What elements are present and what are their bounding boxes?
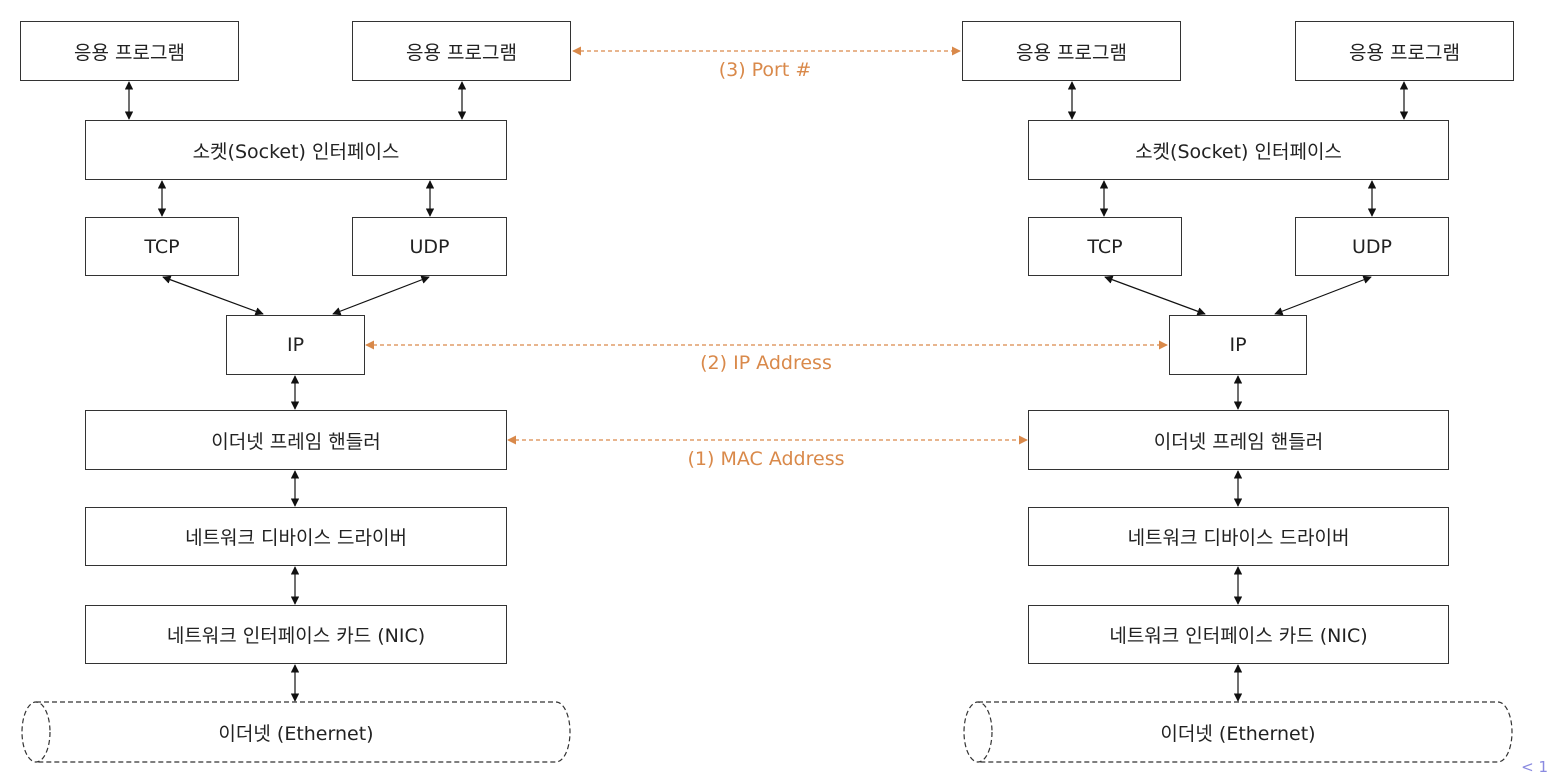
left-tcp-box: TCP	[85, 217, 239, 276]
left-app-1-box: 응용 프로그램	[20, 21, 239, 81]
left-ethernet-frame-handler-box: 이더넷 프레임 핸들러	[85, 410, 507, 470]
link-left-udp-ip	[332, 275, 430, 316]
left-ethernet-cable-label: 이더넷 (Ethernet)	[218, 722, 374, 745]
right-ethernet-frame-handler-box: 이더넷 프레임 핸들러	[1028, 410, 1449, 470]
left-network-device-driver-box: 네트워크 디바이스 드라이버	[85, 507, 507, 566]
peer-link-mac-address-label: (1) MAC Address	[687, 448, 845, 470]
right-udp-box: UDP	[1295, 217, 1449, 276]
right-nic-box: 네트워크 인터페이스 카드 (NIC)	[1028, 605, 1449, 664]
page-indicator: < 1	[1521, 758, 1548, 776]
right-app-2-box: 응용 프로그램	[1295, 21, 1514, 81]
right-network-device-driver-box: 네트워크 디바이스 드라이버	[1028, 507, 1449, 566]
peer-link-ip-address-label: (2) IP Address	[700, 352, 832, 374]
ethernet-cable-left-shape	[21, 701, 571, 763]
link-left-tcp-ip	[162, 275, 264, 316]
peer-link-port-label: (3) Port #	[718, 59, 812, 81]
right-app-1-box: 응용 프로그램	[962, 21, 1181, 81]
right-tcp-box: TCP	[1028, 217, 1182, 276]
left-ip-box: IP	[226, 315, 365, 375]
left-nic-box: 네트워크 인터페이스 카드 (NIC)	[85, 605, 507, 664]
right-ip-box: IP	[1169, 315, 1307, 375]
left-udp-box: UDP	[352, 217, 507, 276]
link-right-udp-ip	[1274, 275, 1372, 316]
link-right-tcp-ip	[1104, 275, 1206, 316]
right-ethernet-cable-label: 이더넷 (Ethernet)	[1160, 722, 1316, 745]
right-socket-interface-box: 소켓(Socket) 인터페이스	[1028, 120, 1449, 180]
left-app-2-box: 응용 프로그램	[352, 21, 571, 81]
ethernet-cable-right-shape	[963, 701, 1513, 763]
left-socket-interface-box: 소켓(Socket) 인터페이스	[85, 120, 507, 180]
